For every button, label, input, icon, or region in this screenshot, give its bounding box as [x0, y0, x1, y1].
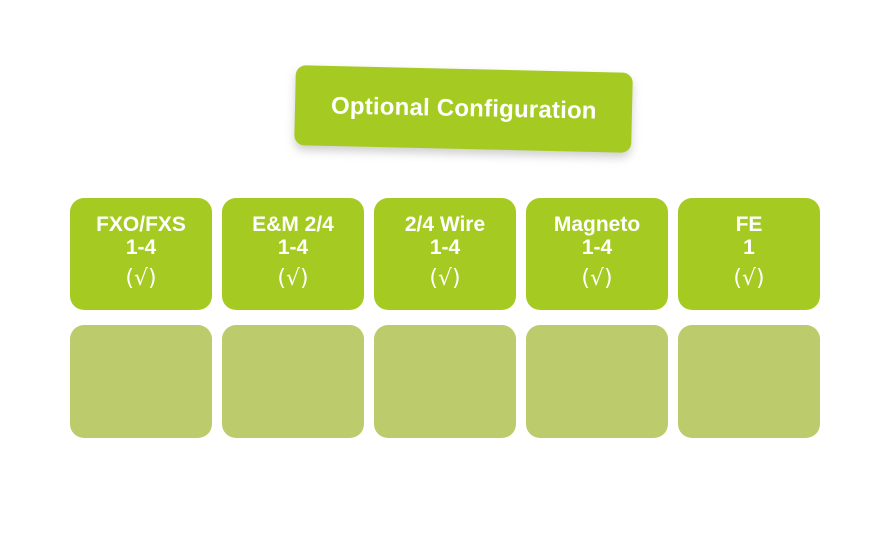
- optional-configuration-banner: Optional Configuration: [294, 65, 633, 153]
- config-card-range: 1: [743, 236, 755, 260]
- config-card-check-mark: (√): [125, 266, 157, 292]
- config-card-em-2-4[interactable]: E&M 2/4 1-4 (√): [222, 198, 364, 310]
- config-card-check-mark: (√): [429, 266, 461, 292]
- placeholder-card-3[interactable]: [374, 325, 516, 438]
- configuration-row-top: FXO/FXS 1-4 (√) E&M 2/4 1-4 (√) 2/4 Wire…: [70, 198, 820, 310]
- config-card-2-4-wire[interactable]: 2/4 Wire 1-4 (√): [374, 198, 516, 310]
- config-card-label: FE: [735, 212, 763, 236]
- placeholder-card-1[interactable]: [70, 325, 212, 438]
- placeholder-card-2[interactable]: [222, 325, 364, 438]
- config-card-label: FXO/FXS: [96, 212, 186, 236]
- config-card-range: 1-4: [429, 236, 461, 260]
- config-card-magneto[interactable]: Magneto 1-4 (√): [526, 198, 668, 310]
- config-card-fe[interactable]: FE 1 (√): [678, 198, 820, 310]
- config-card-label: Magneto: [553, 212, 641, 236]
- placeholder-card-5[interactable]: [678, 325, 820, 438]
- configuration-grid: FXO/FXS 1-4 (√) E&M 2/4 1-4 (√) 2/4 Wire…: [70, 198, 820, 438]
- configuration-row-bottom: [70, 325, 820, 438]
- config-card-check-mark: (√): [277, 266, 309, 292]
- banner-shape: Optional Configuration: [294, 65, 633, 153]
- config-card-check-mark: (√): [581, 266, 613, 292]
- config-card-label: E&M 2/4: [252, 212, 334, 236]
- config-card-fxo-fxs[interactable]: FXO/FXS 1-4 (√): [70, 198, 212, 310]
- config-card-range: 1-4: [581, 236, 613, 260]
- placeholder-card-4[interactable]: [526, 325, 668, 438]
- config-card-check-mark: (√): [733, 266, 765, 292]
- config-card-range: 1-4: [277, 236, 309, 260]
- config-card-range: 1-4: [125, 236, 157, 260]
- config-card-label: 2/4 Wire: [404, 212, 486, 236]
- banner-title: Optional Configuration: [330, 92, 597, 125]
